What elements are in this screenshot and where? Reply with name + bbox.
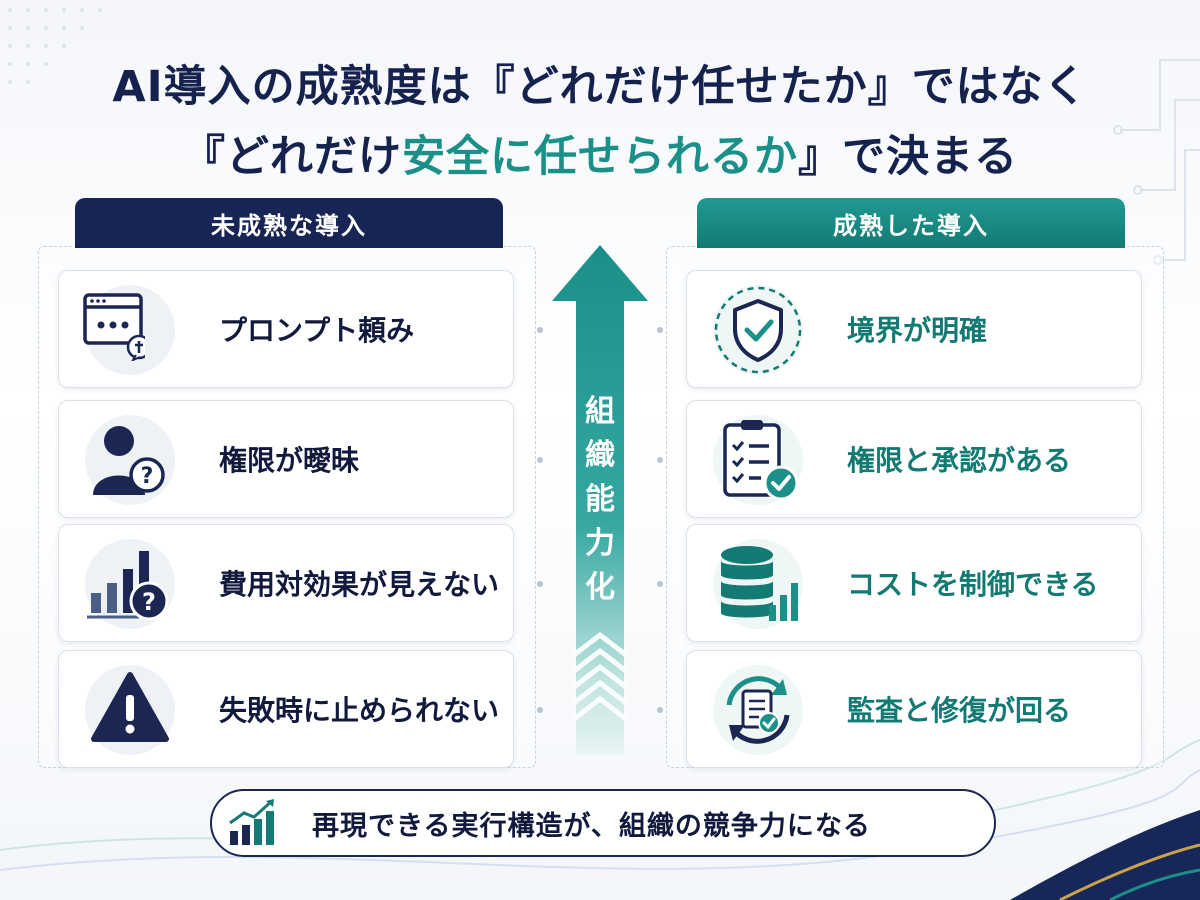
bottom-summary-bar: 再現できる実行構造が、組織の競争力になる [210, 789, 996, 857]
icon-background [85, 665, 175, 755]
title-line-2-suffix: 』で決まる [798, 132, 1018, 182]
right-card-label: 境界が明確 [847, 314, 988, 347]
left-card-label: 失敗時に止められない [219, 694, 500, 727]
connector-dot [537, 457, 543, 463]
connector-dot [537, 581, 543, 587]
right-card-label: 監査と修復が回る [847, 694, 1072, 727]
arrow-vertical-label: 組 織 能 力 化 [575, 390, 625, 610]
right-card-label: 権限と承認がある [847, 444, 1072, 477]
shield-check-icon [714, 286, 802, 374]
connector-dot [657, 581, 663, 587]
icon-background [713, 539, 803, 629]
left-card-label: 費用対効果が見えない [219, 568, 500, 601]
database-chart-icon [721, 546, 798, 621]
right-card-4: 監査と修復が回る [686, 650, 1142, 768]
connector-dot [537, 327, 543, 333]
background-circuit-lines [1113, 59, 1200, 265]
left-card-label: 権限が曖昧 [219, 444, 360, 477]
connector-dot [657, 327, 663, 333]
icon-background [713, 665, 803, 755]
chart-question-icon: ? [87, 551, 169, 621]
growth-chart-icon [229, 799, 274, 845]
right-card-1: 境界が明確 [686, 270, 1142, 388]
browser-prompt-icon [83, 293, 145, 361]
arrow-label-char: 織 [585, 438, 615, 473]
connector-dot [657, 707, 663, 713]
clipboard-check-icon [723, 420, 799, 501]
left-card-1: プロンプト頼み [58, 270, 514, 388]
icon-background [83, 285, 175, 375]
bottom-summary-text: 再現できる実行構造が、組織の競争力になる [312, 810, 871, 842]
left-card-4: 失敗時に止められない [58, 650, 514, 768]
arrow-label-char: 能 [585, 482, 615, 517]
icon-background: ? [85, 415, 175, 505]
right-card-label: コストを制御できる [847, 568, 1099, 601]
icon-background [713, 415, 803, 505]
up-arrow-icon [552, 245, 648, 755]
right-card-2: 権限と承認がある [686, 400, 1142, 518]
left-panel-header: 未成熟な導入 [75, 198, 503, 248]
left-card-3: ? 費用対効果が見えない [58, 524, 514, 642]
user-question-icon: ? [93, 426, 165, 495]
warning-icon [91, 672, 169, 742]
background-dot-pattern [8, 8, 102, 84]
svg-text:?: ? [141, 464, 154, 489]
arrow-label-char: 化 [585, 570, 615, 605]
title-line-2-prefix: 『どれだけ [182, 132, 402, 182]
title-highlight: 安全に任せられるか [402, 132, 798, 182]
connector-dot [657, 457, 663, 463]
connector-dot [537, 707, 543, 713]
icon-background: ? [85, 539, 175, 629]
right-card-3: コストを制御できる [686, 524, 1142, 642]
arrow-label-char: 力 [585, 526, 615, 561]
arrow-label-char: 組 [585, 394, 615, 429]
left-card-label: プロンプト頼み [219, 314, 415, 347]
icon-background [713, 285, 803, 375]
document-cycle-icon [726, 676, 790, 744]
right-panel-header: 成熟した導入 [697, 198, 1125, 248]
title-line-1: AI導入の成熟度は『どれだけ任せたか』ではなく [112, 62, 1088, 112]
left-card-2: ? 権限が曖昧 [58, 400, 514, 518]
title-line-2: 『どれだけ安全に任せられるか』で決まる [0, 122, 1200, 184]
svg-text:?: ? [142, 588, 156, 616]
